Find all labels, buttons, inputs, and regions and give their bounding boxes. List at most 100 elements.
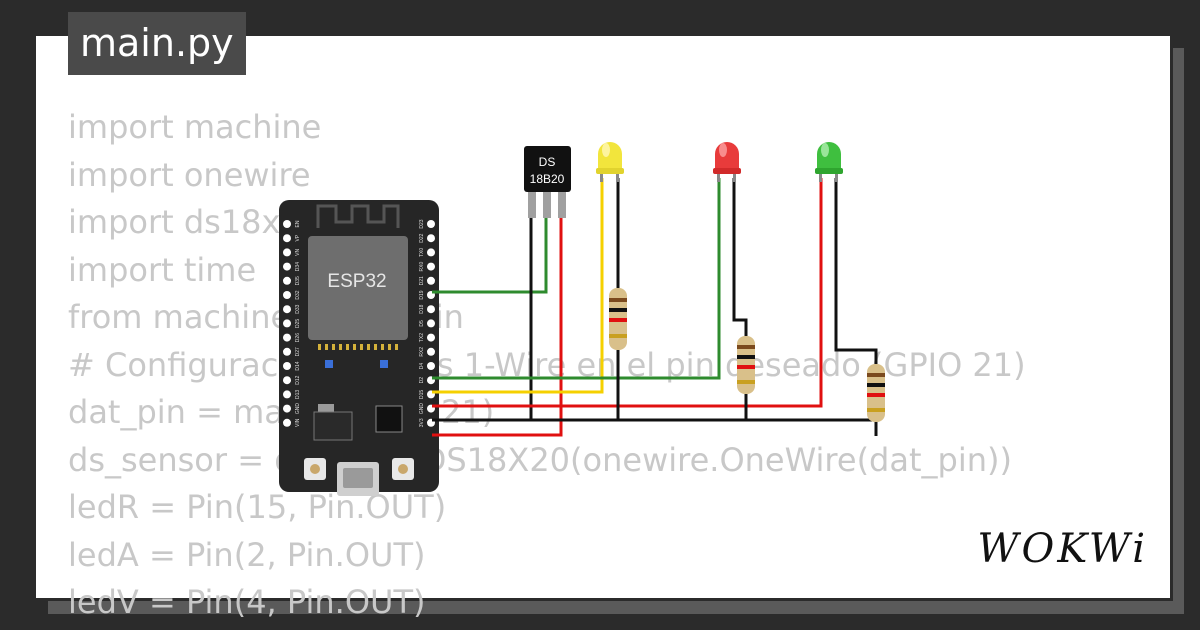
esp32-module xyxy=(308,236,408,340)
pin-hole[interactable] xyxy=(283,220,291,228)
sensor-label-top: DS xyxy=(539,155,556,169)
module-pin xyxy=(374,344,377,350)
pin-label: RX0 xyxy=(419,262,425,272)
module-pin xyxy=(395,344,398,350)
esp32-board[interactable]: ESP32 ENVPVND34D35D32D33D25D26D27D14D12D… xyxy=(279,200,439,496)
led-green[interactable] xyxy=(815,142,843,182)
pin-hole[interactable] xyxy=(283,376,291,385)
sensor-label-bottom: 18B20 xyxy=(530,172,565,186)
pin-label: TX0 xyxy=(419,248,425,257)
led-yellow[interactable] xyxy=(596,142,624,182)
module-pin xyxy=(388,344,391,350)
pin-label: D12 xyxy=(295,375,301,384)
pin-label: D4 xyxy=(419,363,425,370)
usb-chip xyxy=(375,405,403,433)
voltage-regulator xyxy=(313,411,353,441)
code-line: import time xyxy=(68,250,257,289)
pin-hole[interactable] xyxy=(427,262,435,271)
right-pin-header xyxy=(427,220,435,427)
wire-led-yellow xyxy=(432,178,604,394)
pin-hole[interactable] xyxy=(427,248,435,257)
pin-hole[interactable] xyxy=(283,418,291,427)
module-pin xyxy=(360,344,363,350)
pin-label: D15 xyxy=(419,390,425,399)
wire-led-green-signal xyxy=(432,178,721,380)
ds18b20-sensor[interactable]: DS 18B20 xyxy=(524,146,571,218)
right-pin-labels: D23D22TX0RX0D21D19D18D5TX2RX2D4D2D15GND3… xyxy=(419,219,425,427)
pin-label: D18 xyxy=(419,304,425,313)
pin-label: D23 xyxy=(419,219,425,228)
pin-label: D14 xyxy=(295,361,301,370)
pin-label: D13 xyxy=(295,390,301,399)
code-line: import onewire xyxy=(68,155,311,194)
pin-label: D32 xyxy=(295,290,301,299)
pin-label: RX2 xyxy=(419,347,425,357)
pin-hole[interactable] xyxy=(283,390,291,399)
board-label: ESP32 xyxy=(327,271,386,292)
pin-label: D35 xyxy=(295,276,301,285)
pin-label: GND xyxy=(295,403,301,415)
pin-hole[interactable] xyxy=(283,333,291,342)
pin-label: D26 xyxy=(295,333,301,342)
resistor-green[interactable] xyxy=(867,364,885,422)
resistor-red[interactable] xyxy=(737,336,755,394)
pin-hole[interactable] xyxy=(283,291,291,299)
pin-hole[interactable] xyxy=(283,347,291,356)
code-line: import machine xyxy=(68,108,322,146)
module-pin xyxy=(339,344,342,350)
pin-hole[interactable] xyxy=(283,362,291,370)
pin-hole[interactable] xyxy=(283,305,291,314)
pin-label: D33 xyxy=(295,304,301,313)
pin-hole[interactable] xyxy=(427,234,435,243)
pin-label: D25 xyxy=(295,319,301,328)
pin-hole[interactable] xyxy=(283,276,291,285)
pin-label: GND xyxy=(419,403,425,415)
pin-hole[interactable] xyxy=(427,319,435,328)
pin-hole[interactable] xyxy=(283,404,291,413)
module-pin xyxy=(346,344,349,350)
wires xyxy=(432,178,878,437)
pin-hole[interactable] xyxy=(283,248,291,257)
pin-label: D5 xyxy=(419,320,425,327)
pin-hole[interactable] xyxy=(427,333,435,342)
pin-label: VIN xyxy=(295,418,301,427)
pin-hole[interactable] xyxy=(427,305,435,314)
pin-hole[interactable] xyxy=(427,276,435,285)
left-pin-header xyxy=(283,220,291,427)
code-line: ledV = Pin(4, Pin.OUT) xyxy=(68,583,426,621)
module-pin xyxy=(353,344,356,350)
pin-hole[interactable] xyxy=(427,220,435,228)
wire-sensor-vcc xyxy=(432,216,563,437)
pin-label: D2 xyxy=(419,377,425,384)
pin-label: D21 xyxy=(419,276,425,285)
module-pin xyxy=(367,344,370,350)
module-pins xyxy=(318,344,398,350)
power-led xyxy=(325,360,333,368)
pin-label: EN xyxy=(295,220,301,227)
file-tab[interactable]: main.py xyxy=(68,12,246,75)
module-pin xyxy=(332,344,335,350)
wire-sensor-data xyxy=(432,216,548,294)
pin-hole[interactable] xyxy=(283,319,291,328)
wire-led-red-signal xyxy=(432,178,823,408)
pin-label: 3V3 xyxy=(419,418,425,427)
module-pin xyxy=(381,344,384,350)
pin-hole[interactable] xyxy=(283,262,291,271)
pin-hole[interactable] xyxy=(427,347,435,356)
pin-label: VP xyxy=(295,234,301,241)
led-red[interactable] xyxy=(713,142,741,182)
resistor-yellow[interactable] xyxy=(609,288,627,350)
wire-green-cathode xyxy=(834,178,878,364)
module-pin xyxy=(325,344,328,350)
pin-label: D22 xyxy=(419,233,425,242)
wokwi-logo: WOKWi xyxy=(977,526,1148,572)
module-pin xyxy=(318,344,321,350)
code-line: ledA = Pin(2, Pin.OUT) xyxy=(68,535,426,574)
left-pin-labels: ENVPVND34D35D32D33D25D26D27D14D12D13GNDV… xyxy=(295,220,301,427)
pin-label: D34 xyxy=(295,262,301,271)
wire-red-cathode xyxy=(732,178,748,336)
pin-hole[interactable] xyxy=(283,234,291,243)
pin-label: D27 xyxy=(295,347,301,356)
pin-hole[interactable] xyxy=(427,362,435,370)
